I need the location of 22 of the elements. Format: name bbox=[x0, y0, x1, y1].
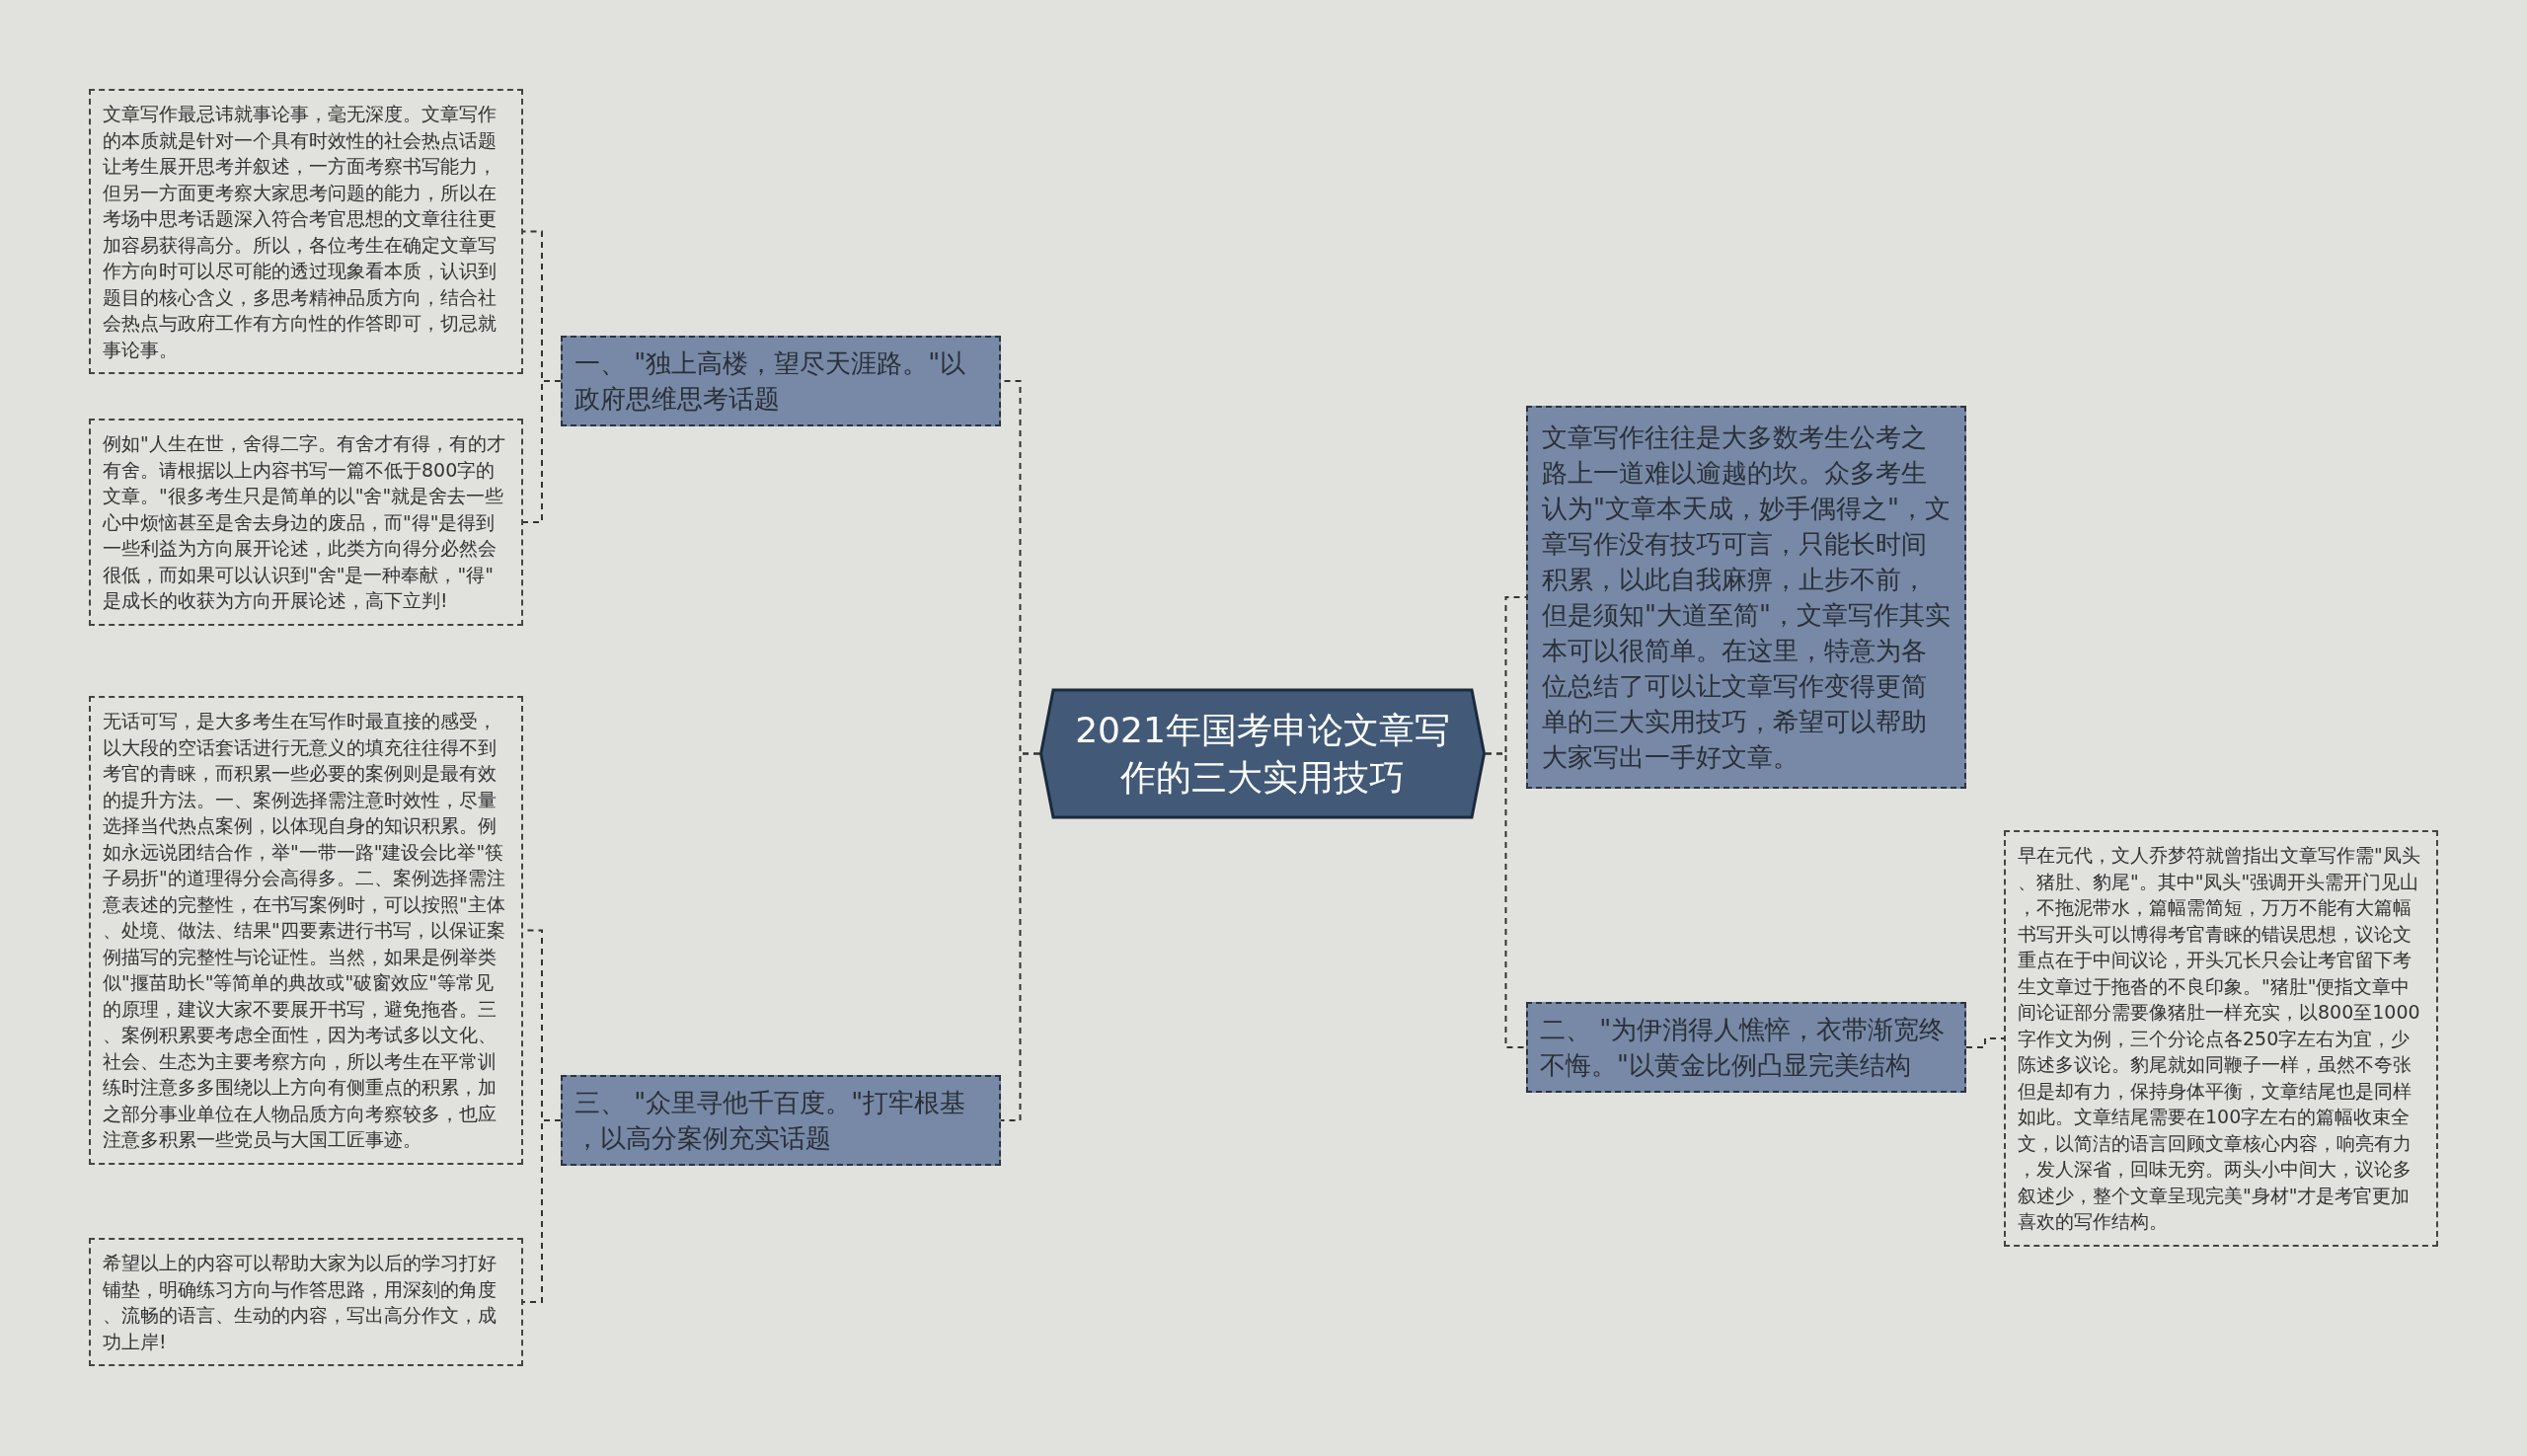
branch-box bbox=[561, 1075, 1001, 1166]
note-text: 文章写作最忌讳就事论事，毫无深度。文章写作的本质就是针对一个具有时效性的社会热点话题让考生展开思考并叙述，一方面考察书写能力，但另一方面更考察大家思考问题的能力，所以在考场中思考话题深入符合考官思想的文章往往更加容易获得高分。所以，各位考生在确定文章写作方向时可以尽可能的透过现象看本质，认识到题目的核心含义，多思考精神品质方向，结合社会热点与政府工作有方向性的作答即可，切忌就事论事。 bbox=[103, 103, 497, 360]
branch-box bbox=[561, 336, 1001, 426]
branch-text: 一、 "独上高楼，望尽天涯路。"以政府思维思考话题 bbox=[574, 348, 966, 414]
intro-box bbox=[1526, 406, 1966, 789]
connector-line bbox=[1965, 1037, 2005, 1048]
branch-text: 二、 "为伊消得人憔悴，衣带渐宽终不悔。"以黄金比例凸显完美结构 bbox=[1540, 1015, 1946, 1080]
intro-text: 文章写作往往是大多数考生公考之路上一道难以逾越的坎。众多考生认为"文章本天成，妙手偶得之"，文章写作没有技巧可言，只能长时间积累，以此自我麻痹，止步不前，但是须知"大道至简"，文章写作其实本可以很简单。在这里，特意为各位总结了可以让文章写作变得更简单的三大实用技巧，希望可以帮助大家写出一手好文章。 bbox=[1542, 422, 1951, 772]
note-text: 希望以上的内容可以帮助大家为以后的学习打好铺垫，明确练习方向与作答思路，用深刻的角度、流畅的语言、生动的内容，写出高分作文，成功上岸! bbox=[103, 1252, 497, 1352]
note-box bbox=[89, 419, 523, 626]
topic-title: 2021年国考申论文章写作的三大实用技巧 bbox=[1075, 708, 1450, 800]
note-text: 例如"人生在世，舍得二字。有舍才有得，有的才有舍。请根据以上内容书写一篇不低于800字的文章。"很多考生只是简单的以"舍"就是舍去一些心中烦恼甚至是舍去身边的废品，而"得"是得到一些利益为方向展开论述，此类方向得分必然会很低，而如果可以认识到"舍"是一种奉献，"得"是成长的收获为方向开展论述，高下立判! bbox=[103, 432, 505, 611]
connector-line bbox=[1485, 752, 1527, 1048]
note-box bbox=[89, 89, 523, 374]
branch-text: 三、 "众里寻他千百度。"打牢根基，以高分案例充实话题 bbox=[574, 1088, 966, 1153]
branch-box bbox=[1526, 1002, 1966, 1093]
connector-line bbox=[522, 1119, 562, 1303]
note-text: 早在元代，文人乔梦符就曾指出文章写作需"凤头、猪肚、豹尾"。其中"凤头"强调开头需开门见山，不拖泥带水，篇幅需简短，万万不能有大篇幅书写开头可以博得考官青睐的错误思想，议论文重点在于中间议论，开头冗长只会让考官留下考生文章过于拖沓的不良印象。"猪肚"便指文章中间论证部分需要像猪肚一样充实，以800至1000字作文为例，三个分论点各250字左右为宜，少陈述多议论。豹尾就如同鞭子一样，虽然不夸张但是却有力，保持身体平衡，文章结尾也是同样如此。文章结尾需要在100字左右的篇幅收束全文，以简洁的语言回顾文章核心内容，响亮有力，发人深省，回味无穷。两头小中间大，议论多叙述少，整个文章呈现完美"身材"才是考官更加喜欢的写作结构。 bbox=[2018, 844, 2420, 1232]
note-box bbox=[89, 1238, 523, 1366]
note-text: 无话可写，是大多考生在写作时最直接的感受，以大段的空话套话进行无意义的填充往往得不到考官的青睐，而积累一些必要的案例则是最有效的提升方法。一、案例选择需注意时效性，尽量选择当代热点案例，以体现自身的知识积累。例如永远说团结合作，举"一带一路"建设会比举"筷子易折"的道理得分会高得多。二、案例选择需注意表述的完整性，在书写案例时，可以按照"主体、处境、做法、结果"四要素进行书写，以保证案例描写的完整性与论证性。当然，如果是例举类似"揠苗助长"等简单的典故或"破窗效应"等常见的原理，建议大家不要展开书写，避免拖沓。三、案例积累要考虑全面性，因为考试多以文化、社会、生态为主要考察方向，所以考生在平常训练时注意多多围绕以上方向有侧重点的积累，加之部分事业单位在人物品质方向考察较多，也应注意多积累一些党员与大国工匠事迹。 bbox=[103, 710, 505, 1150]
connector-line bbox=[1000, 752, 1040, 1121]
connector-line bbox=[522, 380, 562, 523]
